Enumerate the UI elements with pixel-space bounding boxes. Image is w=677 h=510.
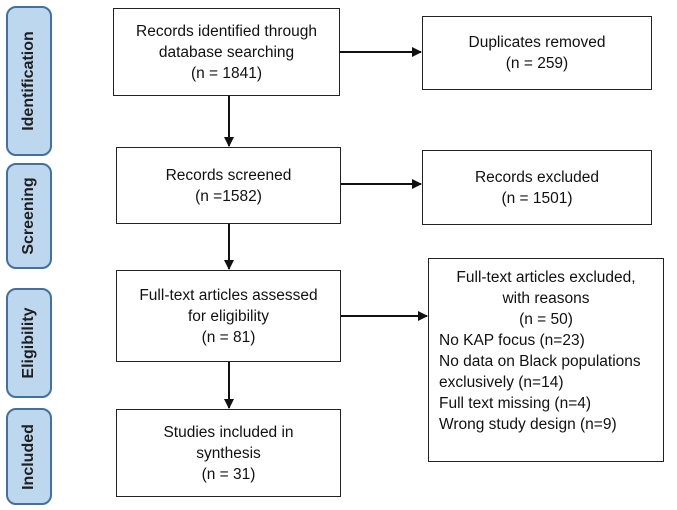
records-excluded-label: Records excluded — [474, 168, 600, 186]
fulltext-excluded-count: (n = 50) — [519, 311, 573, 328]
records-identified-count: (n = 1841) — [190, 64, 263, 82]
studies-included-line-2: synthesis — [196, 444, 261, 462]
stage-label-included: Included — [20, 423, 37, 490]
box-records-identified: Records identified through database sear… — [113, 8, 340, 96]
stage-label-screening: Screening — [20, 177, 37, 255]
fulltext-assessed-count: (n = 81) — [201, 328, 256, 346]
records-identified-line-2: database searching — [158, 43, 295, 61]
box-records-screened: Records screened (n =1582) — [116, 147, 341, 224]
stage-tab-included: Included — [6, 408, 52, 505]
records-identified-line-1: Records identified through — [136, 22, 317, 40]
box-duplicates-removed: Duplicates removed (n = 259) — [422, 16, 652, 90]
stage-label-identification: Identification — [20, 31, 37, 131]
fulltext-assessed-line-2: for eligibility — [188, 307, 269, 325]
stage-label-eligibility: Eligibility — [20, 307, 37, 379]
duplicates-removed-label: Duplicates removed — [468, 34, 606, 51]
fulltext-excluded-line-2: with reasons — [502, 290, 590, 307]
box-records-excluded: Records excluded (n = 1501) — [422, 150, 652, 225]
fulltext-excluded-line-1: Full-text articles excluded, — [456, 269, 636, 286]
exclusion-reason-full-text-missing: Full text missing (n=4) — [439, 395, 592, 412]
studies-included-count: (n = 31) — [201, 465, 256, 483]
duplicates-removed-count: (n = 259) — [505, 55, 569, 72]
box-fulltext-assessed: Full-text articles assessed for eligibil… — [116, 270, 341, 362]
exclusion-reason-kap: No KAP focus (n=23) — [439, 332, 585, 349]
records-screened-label: Records screened — [165, 166, 292, 184]
studies-included-line-1: Studies included in — [163, 423, 294, 441]
stage-tab-screening: Screening — [6, 163, 52, 269]
stage-tab-eligibility: Eligibility — [6, 288, 52, 398]
stage-tab-identification: Identification — [6, 6, 52, 156]
fulltext-assessed-line-1: Full-text articles assessed — [139, 286, 318, 304]
box-fulltext-excluded: Full-text articles excluded, with reason… — [428, 258, 664, 462]
records-excluded-count: (n = 1501) — [501, 189, 573, 207]
box-studies-included: Studies included in synthesis (n = 31) — [116, 409, 341, 497]
exclusion-reason-black-populations-2: exclusively (n=14) — [439, 374, 564, 391]
exclusion-reason-study-design: Wrong study design (n=9) — [439, 416, 617, 433]
records-screened-count: (n =1582) — [195, 187, 262, 205]
exclusion-reason-black-populations-1: No data on Black populations — [439, 353, 641, 370]
